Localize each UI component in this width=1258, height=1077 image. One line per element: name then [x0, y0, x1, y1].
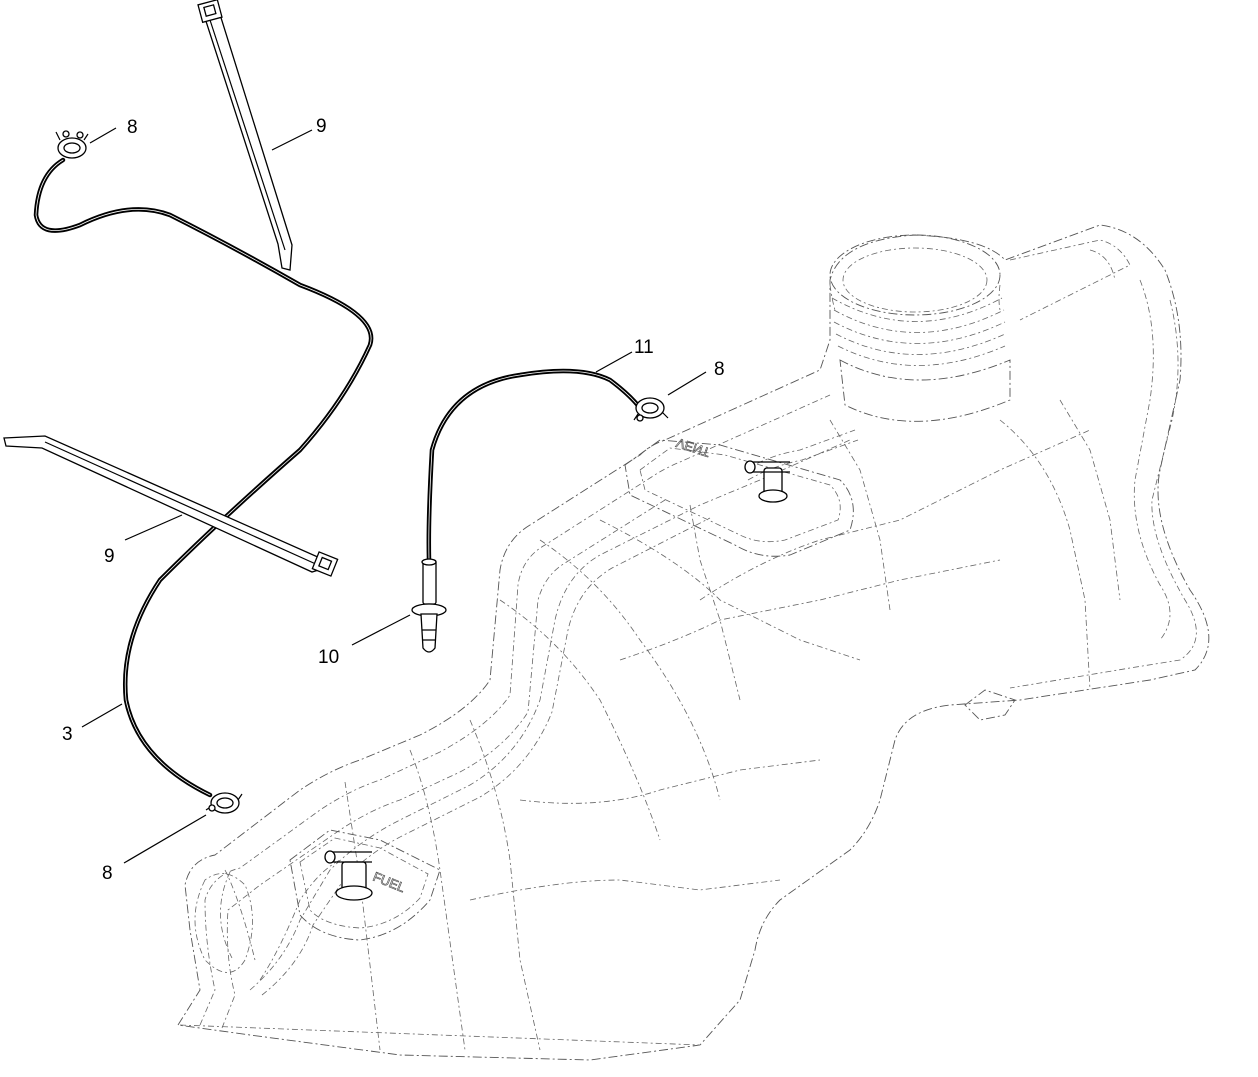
fuel-tank-phantom: VENT FUEL: [177, 224, 1210, 1061]
callout-8-right: 8: [714, 359, 725, 380]
vent-emboss-text: VENT: [674, 435, 712, 460]
vent-fitting: [744, 460, 790, 503]
callout-8-bottom: 8: [102, 863, 113, 884]
fuel-emboss-text: FUEL: [371, 869, 407, 895]
callout-9-left: 9: [104, 546, 115, 567]
leader-lines: [81, 127, 707, 864]
fuel-fitting: [324, 850, 373, 901]
vent-fitting-10[interactable]: [411, 558, 447, 653]
hose-clamp-right[interactable]: [633, 397, 669, 422]
callout-11: 11: [634, 337, 654, 358]
callout-10: 10: [318, 647, 339, 668]
hose-3[interactable]: [33, 157, 374, 798]
hose-11[interactable]: [426, 368, 643, 563]
callout-8-top: 8: [127, 117, 138, 138]
callout-9-top: 9: [316, 116, 327, 137]
cable-tie-top[interactable]: [197, 0, 293, 271]
hose-clamp-top[interactable]: [55, 130, 89, 159]
callout-3: 3: [62, 724, 73, 745]
hose-clamp-bottom[interactable]: [205, 792, 243, 814]
cable-tie-left[interactable]: [3, 435, 339, 577]
